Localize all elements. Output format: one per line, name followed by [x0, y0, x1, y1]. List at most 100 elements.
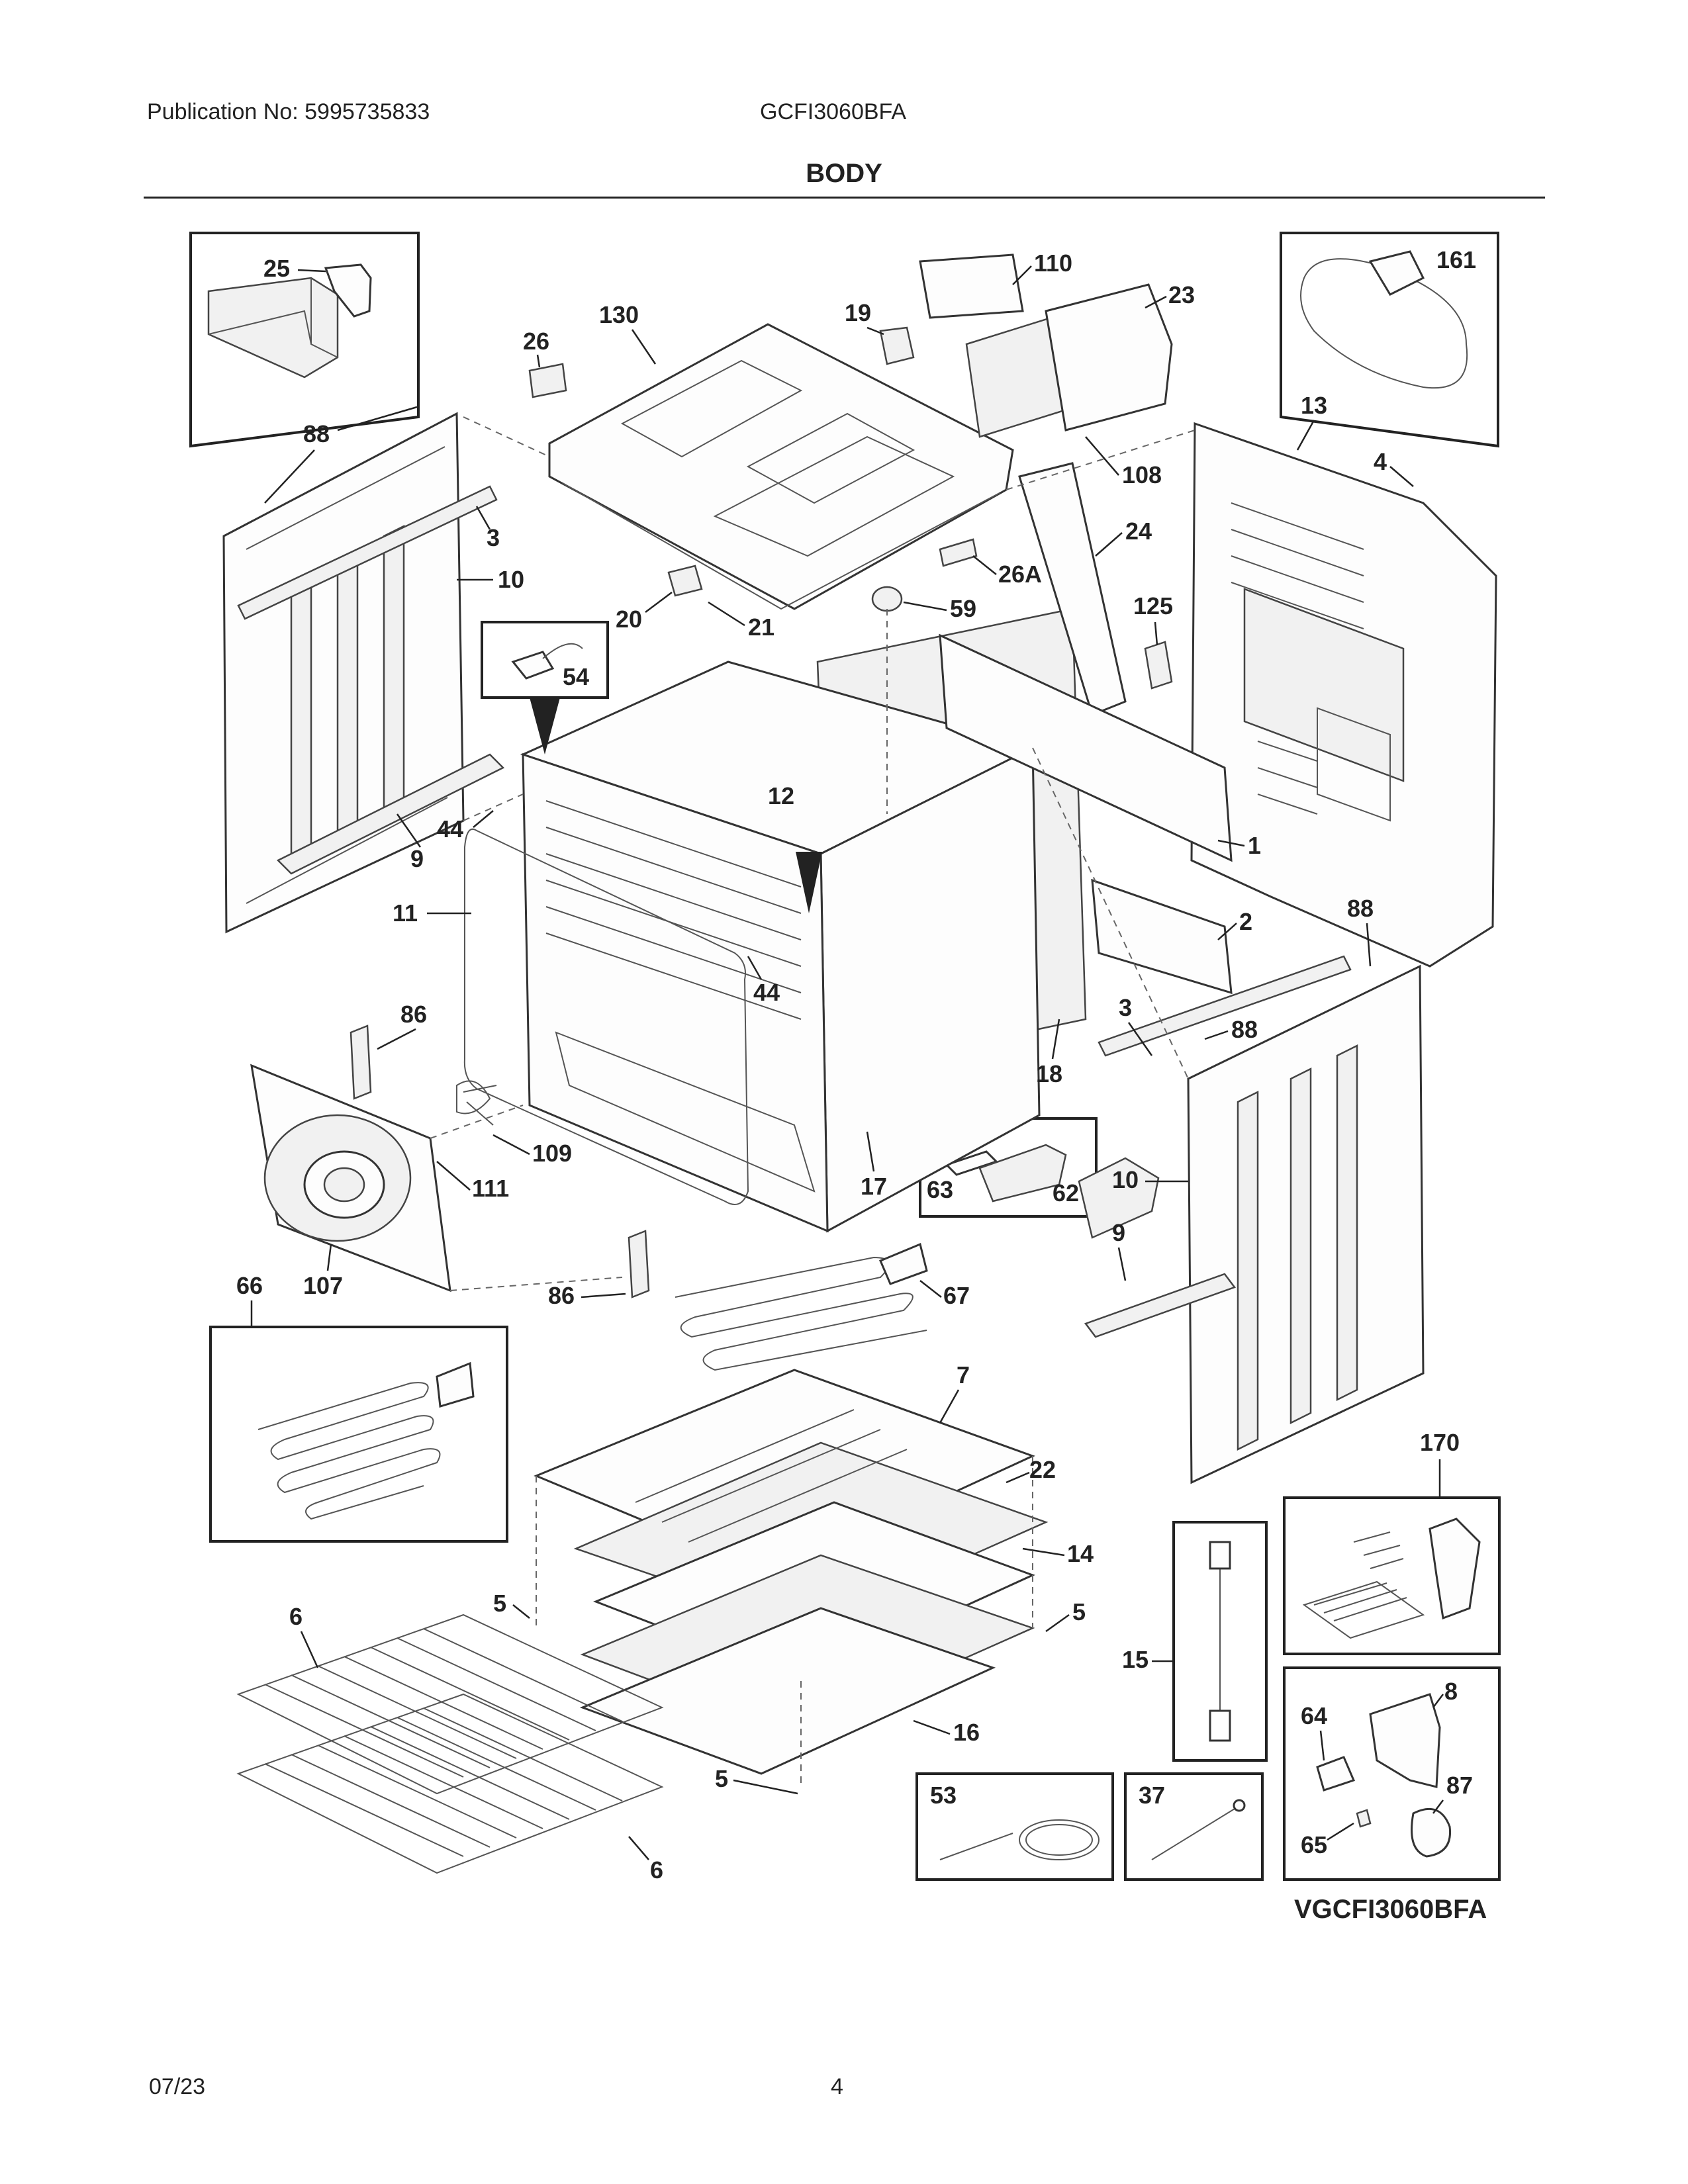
- svg-text:65: 65: [1301, 1831, 1327, 1858]
- svg-text:1: 1: [1248, 832, 1261, 859]
- svg-text:12: 12: [768, 782, 794, 809]
- page-number: 4: [831, 2074, 843, 2099]
- svg-text:3: 3: [1119, 994, 1132, 1021]
- inset-box-54: [481, 621, 609, 699]
- convection-fan-assembly: [250, 1064, 497, 1293]
- svg-text:161: 161: [1436, 246, 1476, 273]
- svg-text:3: 3: [487, 524, 500, 551]
- oven-rack-bottom: [236, 1693, 664, 1874]
- svg-text:62: 62: [1053, 1179, 1079, 1206]
- svg-text:53: 53: [930, 1782, 957, 1809]
- svg-text:25: 25: [263, 255, 290, 282]
- svg-text:170: 170: [1420, 1429, 1460, 1456]
- callout-2: 2: [1217, 908, 1252, 940]
- svg-text:19: 19: [845, 299, 871, 326]
- pointer-54: [530, 698, 560, 754]
- callout-63: 63: [927, 1176, 953, 1203]
- svg-text:109: 109: [532, 1140, 572, 1167]
- svg-text:107: 107: [303, 1272, 343, 1299]
- callout-15: 15: [1122, 1646, 1174, 1673]
- callout-66: 66: [236, 1272, 263, 1327]
- callout-67: 67: [919, 1280, 970, 1309]
- callout-5-left: 5: [493, 1590, 530, 1619]
- callout-65: 65: [1301, 1822, 1354, 1858]
- callout-109: 109: [492, 1134, 572, 1167]
- callout-26: 26: [523, 328, 549, 368]
- svg-text:66: 66: [236, 1272, 263, 1299]
- heating-element-67: [675, 1242, 928, 1371]
- door-gasket-11: [463, 828, 749, 1205]
- header-rule: [144, 197, 1545, 199]
- svg-text:20: 20: [616, 606, 642, 633]
- callout-25: 25: [263, 255, 326, 282]
- callout-7: 7: [939, 1361, 970, 1424]
- callout-21: 21: [708, 601, 774, 641]
- svg-text:10: 10: [1112, 1166, 1139, 1193]
- callout-23: 23: [1145, 281, 1195, 309]
- rear-panel-13: [1190, 422, 1497, 968]
- svg-text:44: 44: [437, 815, 463, 842]
- svg-text:13: 13: [1301, 392, 1327, 419]
- callout-6-top: 6: [289, 1603, 319, 1668]
- callout-130: 130: [599, 301, 657, 365]
- inset-box-25: [189, 232, 420, 448]
- svg-text:5: 5: [715, 1765, 728, 1792]
- callout-6-bottom: 6: [628, 1836, 663, 1884]
- svg-text:5: 5: [493, 1590, 506, 1617]
- callout-87: 87: [1432, 1772, 1473, 1814]
- svg-text:7: 7: [957, 1361, 970, 1388]
- callout-3-right: 3: [1119, 994, 1153, 1056]
- inset-box-53: [915, 1772, 1114, 1881]
- callout-17: 17: [861, 1131, 887, 1200]
- svg-text:16: 16: [953, 1719, 980, 1746]
- svg-text:108: 108: [1122, 461, 1162, 488]
- callout-10-right: 10: [1112, 1166, 1188, 1193]
- svg-text:59: 59: [950, 595, 976, 622]
- svg-text:87: 87: [1446, 1772, 1473, 1799]
- svg-text:24: 24: [1125, 518, 1152, 545]
- callout-86-bottom: 86: [548, 1282, 626, 1309]
- callout-22: 22: [1006, 1456, 1056, 1484]
- svg-text:125: 125: [1133, 592, 1173, 619]
- callout-14: 14: [1022, 1540, 1094, 1567]
- callout-11: 11: [393, 899, 471, 927]
- callout-86-left: 86: [377, 1001, 427, 1050]
- inset-box-66: [209, 1326, 508, 1543]
- small-parts-top: [350, 253, 1233, 1298]
- callout-10: 10: [457, 566, 524, 593]
- callout-26A: 26A: [972, 555, 1042, 588]
- svg-text:26A: 26A: [998, 561, 1042, 588]
- svg-text:54: 54: [563, 663, 589, 690]
- pointer-12: [796, 852, 822, 913]
- svg-text:110: 110: [1034, 250, 1072, 277]
- svg-text:37: 37: [1139, 1782, 1165, 1809]
- svg-text:18: 18: [1036, 1060, 1062, 1087]
- callout-8: 8: [1432, 1678, 1458, 1708]
- bottom-assembly: [534, 1369, 1049, 1775]
- svg-text:10: 10: [498, 566, 524, 593]
- callout-108: 108: [1085, 436, 1162, 488]
- svg-text:86: 86: [400, 1001, 427, 1028]
- svg-text:15: 15: [1122, 1646, 1149, 1673]
- callout-53: 53: [930, 1782, 957, 1809]
- svg-text:9: 9: [410, 845, 424, 872]
- callout-13: 13: [1296, 392, 1327, 451]
- callout-110: 110: [1012, 250, 1072, 285]
- svg-text:21: 21: [748, 614, 774, 641]
- svg-text:11: 11: [393, 899, 418, 927]
- callout-170: 170: [1420, 1429, 1460, 1498]
- callout-19: 19: [845, 299, 884, 336]
- callout-3: 3: [475, 506, 500, 551]
- callout-88: 88: [264, 406, 418, 504]
- callout-24: 24: [1095, 518, 1152, 557]
- svg-text:9: 9: [1112, 1219, 1125, 1246]
- model-number: GCFI3060BFA: [760, 99, 907, 124]
- callout-12: 12: [768, 782, 794, 809]
- inset-box-15: [1172, 1521, 1268, 1762]
- inset-box-161: [1280, 232, 1499, 448]
- callout-111: 111: [436, 1161, 509, 1202]
- svg-text:88: 88: [1347, 895, 1374, 922]
- callout-18: 18: [1036, 1019, 1062, 1087]
- svg-text:14: 14: [1067, 1540, 1094, 1567]
